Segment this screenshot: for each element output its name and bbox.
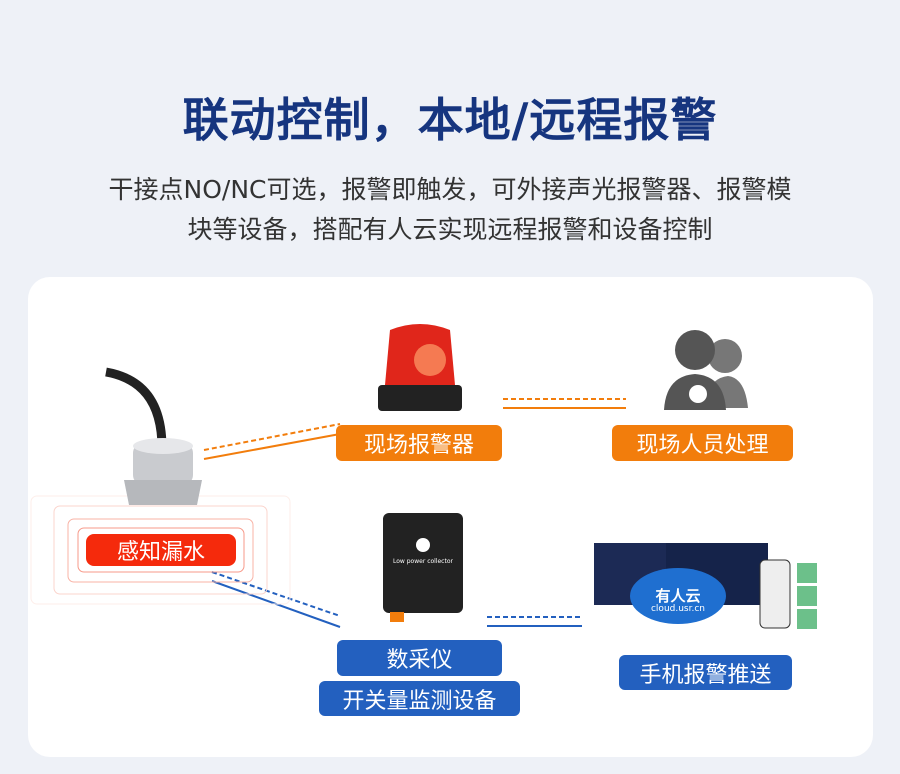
cloud-url: cloud.usr.cn [650,604,705,614]
alarm-label: 现场报警器 [336,425,502,461]
dashed-line-sensor-collector [211,571,341,617]
alarm-light-icon [378,324,462,411]
line-sensor-alarm [203,433,341,460]
switch-label: 开关量监测设备 [319,681,520,716]
subtitle-line-1: 干接点NO/NC可选，报警即触发，可外接声光报警器、报警模 [108,175,792,204]
staff-person-icon [664,330,748,410]
water-sensor-icon [105,367,202,505]
subtitle-line-2: 块等设备，搭配有人云实现远程报警和设备控制 [187,215,713,244]
data-collector-icon [383,513,463,622]
page-title: 联动控制，本地/远程报警 [182,93,718,147]
ripple-inner [67,518,254,583]
cloud-name: 有人云 [655,587,701,605]
collector-label: 数采仪 [337,640,502,676]
ripple-core [77,527,245,573]
push-label: 手机报警推送 [619,655,792,690]
sensor-label: 感知漏水 [86,534,236,566]
staff-label: 现场人员处理 [612,425,793,461]
cloud-dashboard-icon [594,543,817,629]
ripple-middle [53,505,268,595]
dashed-line-sensor-alarm [203,423,341,451]
collector-text: Low power collector [393,558,453,565]
